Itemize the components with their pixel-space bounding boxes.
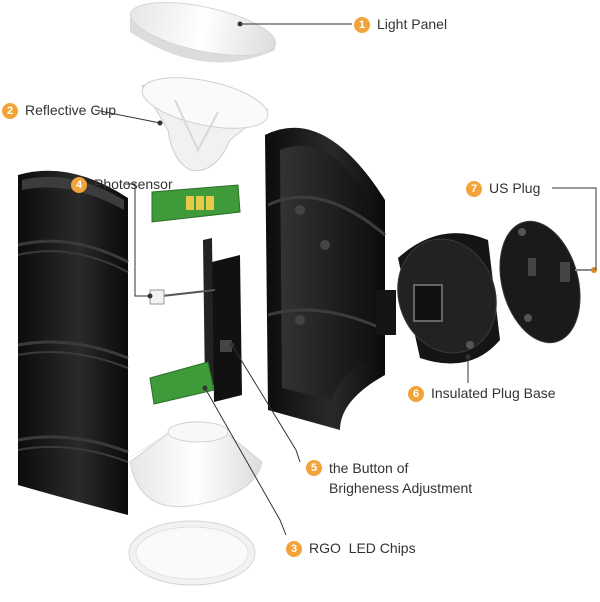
callout-number-6: 6 bbox=[408, 385, 424, 402]
callout-reflective-cup: 2 Reflective Cup bbox=[2, 102, 116, 119]
callout-label-line2: Brigheness Adjustment bbox=[329, 480, 473, 496]
callout-label-light-panel: Light Panel bbox=[377, 16, 448, 32]
callout-led-chips: 3 RGO LED Chips bbox=[286, 540, 416, 557]
callout-label-reflective-cup: Reflective Cup bbox=[25, 102, 117, 118]
callout-label-brightness-button: the Button of Brigheness Adjustment bbox=[329, 458, 472, 498]
callout-number-4: 4 bbox=[71, 176, 87, 193]
light-panel-part bbox=[129, 2, 277, 63]
callout-number-7: 7 bbox=[466, 180, 482, 197]
insulated-plug-base-part bbox=[397, 233, 500, 364]
photosensor-board-part bbox=[151, 184, 241, 223]
us-plug-part bbox=[499, 220, 597, 344]
bottom-disk-part bbox=[128, 520, 256, 586]
callout-us-plug: 7 US Plug bbox=[466, 180, 540, 197]
callout-label-us-plug: US Plug bbox=[489, 180, 541, 196]
callout-label-insulated-plug-base: Insulated Plug Base bbox=[431, 385, 556, 401]
callout-number-5: 5 bbox=[306, 460, 322, 476]
right-housing-half bbox=[265, 127, 396, 431]
callout-label-line1: the Button of bbox=[329, 460, 409, 476]
left-housing-half bbox=[17, 170, 129, 516]
callout-brightness-button: 5 the Button of Brigheness Adjustment bbox=[306, 458, 472, 498]
callout-number-3: 3 bbox=[286, 540, 302, 557]
callout-photosensor: 4 Photosensor bbox=[71, 176, 173, 193]
led-board-part bbox=[149, 361, 215, 405]
callout-label-led-chips: RGO LED Chips bbox=[309, 540, 416, 556]
callout-insulated-plug-base: 6 Insulated Plug Base bbox=[408, 385, 556, 402]
reflective-cup-part bbox=[141, 77, 269, 172]
callout-number-2: 2 bbox=[2, 102, 18, 119]
driver-board-part bbox=[149, 238, 242, 402]
callout-light-panel: 1 Light Panel bbox=[354, 16, 447, 33]
callout-label-photosensor: Photosensor bbox=[94, 176, 173, 192]
leader-lines bbox=[94, 21, 597, 536]
lower-cone-part bbox=[128, 421, 263, 507]
callout-number-1: 1 bbox=[354, 16, 370, 33]
